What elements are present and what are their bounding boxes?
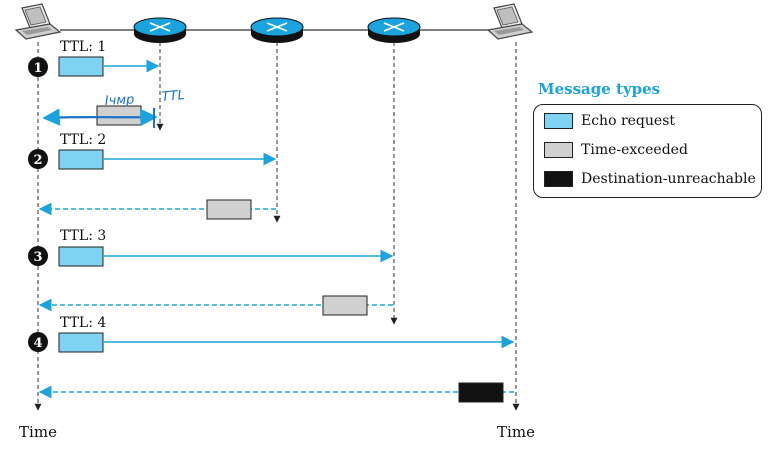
handwritten-double-arrow: [42, 108, 158, 127]
echo-request-packet: [58, 332, 104, 353]
handwritten-annotation: Ічмр TTL: [42, 88, 185, 128]
step-marker: [28, 149, 48, 169]
handwritten-word-icmp: Ічмр: [104, 92, 134, 109]
step-3: 3 TTL: 3: [28, 228, 394, 316]
legend-swatch: [544, 142, 573, 158]
ttl-label: TTL: 1: [60, 39, 106, 55]
echo-request-packet: [58, 149, 104, 170]
legend-swatch: [544, 171, 573, 187]
step-number: 4: [33, 336, 42, 351]
handwritten-word-ttl: TTL: [161, 88, 185, 105]
ttl-label: TTL: 3: [60, 228, 106, 244]
step-number: 3: [33, 250, 42, 265]
legend-swatch: [544, 113, 573, 129]
legend-item-time-exceeded: Time-exceeded: [544, 142, 688, 158]
step-marker: [28, 57, 48, 77]
step-4: 4 TTL: 4: [28, 315, 515, 403]
step-2: 2 TTL: 2: [28, 132, 277, 220]
legend-title: Message types: [538, 80, 661, 98]
time-label-right: Time: [497, 423, 535, 441]
legend-item-destination-unreachable: Destination-unreachable: [544, 171, 756, 187]
step-number: 2: [33, 153, 42, 168]
step-marker: [28, 246, 48, 266]
legend-item-echo-request: Echo request: [544, 113, 675, 129]
echo-request-packet: [58, 56, 104, 77]
router-2-icon: [250, 17, 304, 43]
legend-label: Time-exceeded: [581, 142, 688, 158]
legend-label: Destination-unreachable: [581, 171, 756, 187]
step-number: 1: [33, 61, 42, 76]
router-3-icon: [367, 17, 421, 43]
time-exceeded-packet: [206, 199, 252, 220]
step-1: 1 TTL: 1: [28, 39, 160, 77]
router-1-icon: [133, 17, 187, 43]
echo-request-packet: [58, 246, 104, 267]
ttl-label: TTL: 2: [60, 132, 106, 148]
time-label-left: Time: [19, 423, 57, 441]
step-marker: [28, 332, 48, 352]
destination-unreachable-packet: [458, 382, 504, 403]
time-exceeded-packet: [96, 105, 142, 126]
legend-label: Echo request: [581, 113, 676, 129]
ttl-label: TTL: 4: [60, 315, 106, 331]
legend: Echo request Time-exceeded Destination-u…: [533, 104, 762, 198]
time-exceeded-packet: [322, 295, 368, 316]
destination-laptop-icon: [486, 3, 534, 40]
source-laptop-icon: [14, 3, 62, 40]
